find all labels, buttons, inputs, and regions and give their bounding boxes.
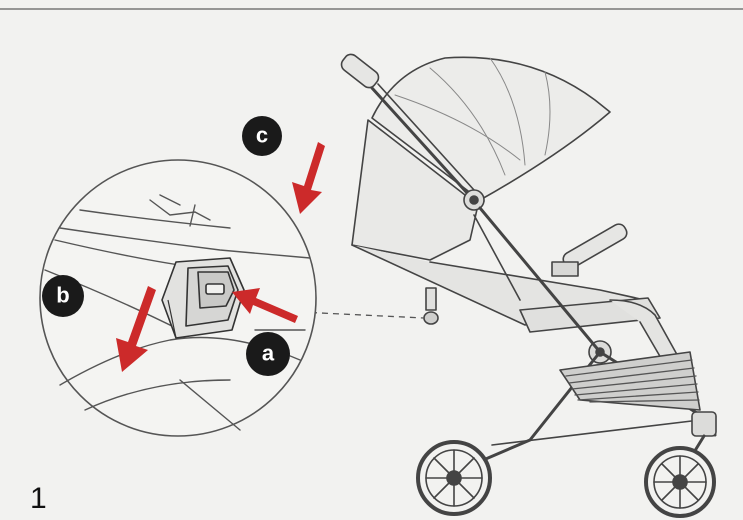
stroller-rear-wheel — [416, 440, 492, 516]
stroller-release-button — [425, 287, 437, 311]
arrow-a — [232, 288, 298, 323]
badge-c: c — [242, 116, 282, 156]
stroller-seat-back — [351, 119, 479, 261]
stroller-handle-grip — [340, 53, 380, 89]
stroller-canopy — [371, 56, 611, 201]
badge-a-label: a — [262, 341, 275, 366]
latch-mechanism — [161, 257, 245, 339]
stroller-illustration — [340, 53, 717, 518]
badge-c-label: c — [256, 123, 268, 148]
stroller-footrest — [609, 299, 681, 366]
detail-leader-line — [299, 311, 425, 319]
detail-magnifier — [39, 159, 317, 437]
badge-a: a — [246, 332, 290, 376]
stroller-basket — [559, 351, 701, 411]
arrow-c — [292, 142, 325, 214]
badge-b-label: b — [56, 283, 69, 308]
arrow-b — [116, 286, 156, 372]
stroller-front-wheel — [644, 446, 716, 518]
step-number: 1 — [30, 482, 47, 515]
badge-b: b — [42, 275, 84, 317]
